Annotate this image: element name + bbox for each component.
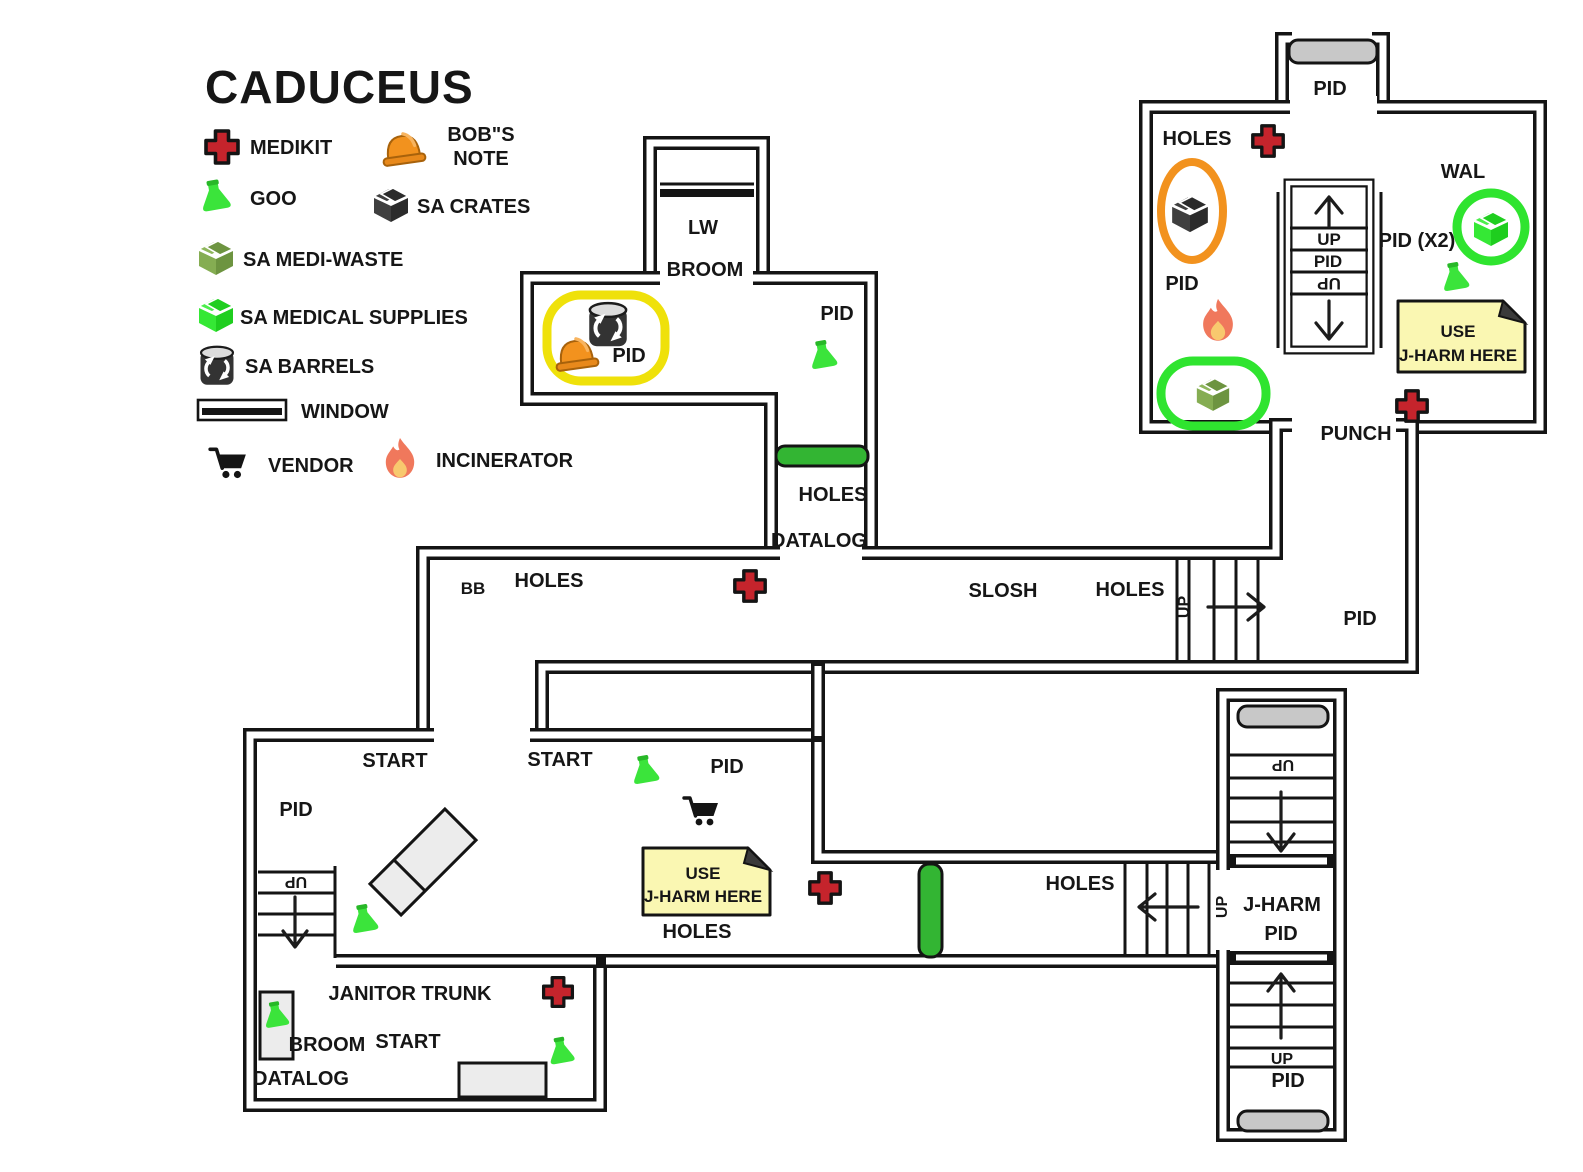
label-janitor-trunk: JANITOR TRUNK: [329, 983, 493, 1005]
stairs-top-right-room: [1276, 178, 1383, 355]
legend-label: SA BARRELS: [245, 356, 374, 378]
bobs-note-icon: [378, 129, 428, 168]
label-up-flipped: UP: [1272, 756, 1295, 773]
gray-door-marker: [1236, 704, 1330, 729]
label-bb: BB: [461, 579, 486, 598]
label-broom: BROOM: [667, 259, 744, 281]
label-up-flipped: UP: [1317, 274, 1341, 293]
stairs-tower-upper: [1230, 753, 1333, 853]
note-text: USE: [686, 864, 721, 883]
legend-label: VENDOR: [268, 455, 354, 477]
label-up: UP: [1317, 230, 1341, 249]
label-pid: PID: [1314, 252, 1342, 271]
highlight-yellow-ring: [542, 290, 670, 386]
down-arrow-icon: [1314, 299, 1344, 341]
window-marker: [660, 182, 754, 197]
up-arrow-icon: [1266, 972, 1296, 1040]
label-jharm: J-HARM: [1243, 894, 1321, 916]
left-arrow-icon: [1137, 892, 1200, 922]
label-start: START: [527, 749, 592, 771]
label-slosh: SLOSH: [969, 580, 1038, 602]
right-arrow-icon: [1206, 592, 1266, 622]
legend-label: INCINERATOR: [436, 450, 574, 472]
label-broom: BROOM: [289, 1034, 366, 1056]
highlight-green-ring: [1452, 188, 1530, 266]
note-fold-icon: [742, 846, 774, 872]
sa-medi-waste-icon: [198, 240, 234, 276]
legend-label: BOB"S: [447, 124, 514, 146]
label-pid: PID: [1271, 1070, 1304, 1092]
sticky-note: USE J-HARM HERE: [641, 846, 774, 917]
note-text: J-HARM HERE: [644, 887, 762, 906]
label-holes: HOLES: [1096, 579, 1165, 601]
label-start: START: [362, 750, 427, 772]
stairs-bottom-left: [258, 866, 337, 958]
goo-icon: [198, 177, 232, 212]
label-start: START: [375, 1031, 440, 1053]
label-up-rotated: UP: [1214, 896, 1231, 919]
map-labels: LW BROOM PID PID HOLES DATALOG PID HOLES…: [253, 78, 1485, 1092]
window-icon: [196, 398, 288, 422]
legend-label: WINDOW: [301, 401, 389, 423]
sa-crates-icon: [373, 187, 409, 223]
up-arrow-icon: [1314, 195, 1344, 228]
label-datalog: DATALOG: [253, 1068, 349, 1090]
label-pid: PID: [820, 303, 853, 325]
label-up-rotated: UP: [1176, 596, 1193, 619]
label-wal: WAL: [1441, 161, 1485, 183]
label-pid: PID: [1165, 273, 1198, 295]
down-arrow-icon: [1266, 790, 1296, 853]
green-door-marker: [917, 862, 944, 959]
legend: CADUCEUS MEDIKIT BOB"S NOTE GOO SA CRATE…: [196, 61, 574, 480]
label-up: UP: [1271, 1051, 1294, 1068]
label-pid: PID: [1343, 608, 1376, 630]
label-punch: PUNCH: [1320, 423, 1391, 445]
label-up-flipped: UP: [285, 873, 308, 890]
legend-label: SA CRATES: [417, 196, 530, 218]
legend-label: GOO: [250, 188, 297, 210]
gray-door-marker: [1236, 1109, 1330, 1133]
label-holes: HOLES: [1046, 873, 1115, 895]
label-holes: HOLES: [1163, 128, 1232, 150]
label-pid: PID: [710, 756, 743, 778]
incinerator-icon: [385, 437, 415, 478]
legend-label: SA MEDI-WASTE: [243, 249, 403, 271]
sa-medical-supplies-icon: [198, 297, 234, 333]
page-title: CADUCEUS: [205, 61, 474, 113]
stairs-tower-lower: [1230, 960, 1333, 1069]
label-holes: HOLES: [663, 921, 732, 943]
label-pid: PID: [612, 345, 645, 367]
legend-label: MEDIKIT: [250, 137, 332, 159]
sa-barrels-icon: [587, 301, 629, 349]
highlight-green-ring: [1156, 356, 1271, 431]
sticky-note: USE J-HARM HERE: [1396, 299, 1529, 374]
label-holes: HOLES: [799, 484, 868, 506]
gray-door-marker: [1287, 38, 1379, 65]
vendor-icon: [208, 447, 248, 480]
note-text: USE: [1441, 322, 1476, 341]
legend-label: SA MEDICAL SUPPLIES: [240, 307, 468, 329]
note-fold-icon: [1497, 299, 1529, 325]
sa-barrels-icon: [198, 344, 236, 387]
down-arrow-icon: [281, 895, 309, 949]
bench: [457, 1061, 548, 1099]
label-pid: PID: [1264, 923, 1297, 945]
label-pid: PID: [1313, 78, 1346, 100]
label-lw: LW: [688, 217, 718, 239]
label-pid: PID: [279, 799, 312, 821]
label-datalog: DATALOG: [771, 530, 867, 552]
note-text: J-HARM HERE: [1399, 346, 1517, 365]
stairs-main-corridor: [1175, 560, 1266, 660]
label-holes: HOLES: [515, 570, 584, 592]
medikit-icon: [204, 129, 240, 165]
stairs-br-corridor: [1123, 864, 1211, 954]
highlight-orange-ring: [1157, 158, 1227, 264]
label-pid-x2: PID (X2): [1379, 230, 1456, 252]
legend-label: NOTE: [453, 148, 509, 170]
table: [367, 806, 479, 918]
green-door-marker: [774, 444, 870, 468]
